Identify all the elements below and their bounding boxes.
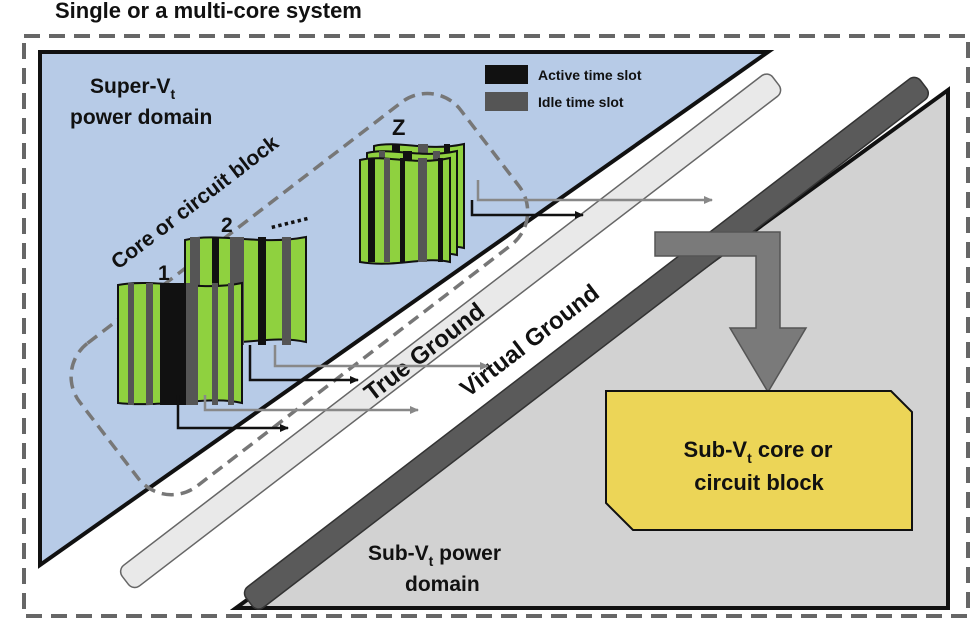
legend-active-label: Active time slot	[538, 67, 642, 83]
virtual-ground-rail	[243, 76, 930, 610]
block-2-label: 2	[221, 214, 233, 237]
sub-vt-domain-label-line2: domain	[405, 573, 480, 596]
figure-title: Single or a multi-core system	[55, 0, 362, 23]
sub-vt-domain-label: Sub-Vt power	[368, 542, 501, 569]
virtual-ground-supply-arrow	[654, 231, 808, 394]
sub-vt-core-label-line2: circuit block	[694, 470, 824, 495]
block-1	[117, 281, 243, 406]
block-1-virtual-ground-link	[203, 395, 419, 414]
block-z-virtual-ground-link	[476, 180, 713, 204]
legend-idle-swatch	[485, 92, 528, 111]
block-z-true-ground-link	[470, 200, 584, 219]
block-1-label: 1	[158, 262, 170, 285]
block-2-virtual-ground-link	[273, 345, 489, 370]
true-ground-rail	[119, 73, 782, 589]
sub-vt-core-block	[605, 390, 913, 531]
legend-active-swatch	[485, 65, 528, 84]
super-vt-label: Super-Vt	[90, 75, 176, 102]
block-z-front	[359, 156, 451, 265]
sub-vt-core-label: Sub-Vt core or	[684, 437, 833, 466]
block-z-stack	[359, 142, 465, 265]
super-vt-domain	[38, 50, 775, 569]
block-1-true-ground-link	[176, 395, 289, 432]
super-vt-label-line2: power domain	[70, 106, 212, 129]
system-frame	[22, 34, 970, 618]
legend-idle-label: Idle time slot	[538, 94, 624, 110]
block-2-true-ground-link	[248, 345, 359, 384]
block-z-label: Z	[392, 115, 405, 140]
